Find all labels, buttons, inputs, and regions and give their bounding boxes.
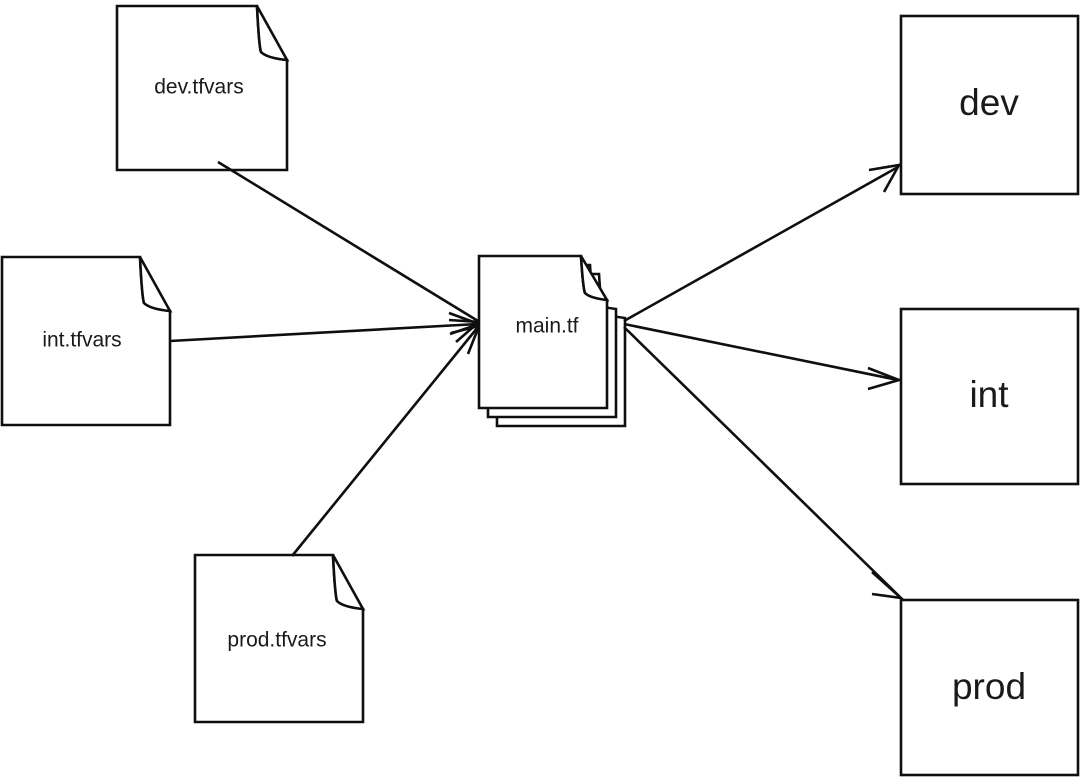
arrow-head-icon bbox=[868, 163, 902, 193]
environment-box bbox=[899, 14, 1080, 196]
node-prod-tfvars[interactable]: prod.tfvars bbox=[193, 553, 366, 724]
node-prod[interactable]: prod bbox=[899, 598, 1080, 777]
edge-line bbox=[623, 322, 899, 382]
node-label: prod.tfvars bbox=[227, 629, 326, 652]
edge-dev-tfvars-to-main bbox=[217, 160, 483, 343]
environment-box bbox=[899, 307, 1080, 486]
edge-line bbox=[623, 326, 901, 598]
edge-main-to-prod bbox=[623, 326, 906, 600]
edge-line bbox=[217, 160, 479, 323]
arrow-head-icon bbox=[867, 366, 904, 391]
document-fold-icon bbox=[255, 5, 290, 62]
node-label: dev.tfvars bbox=[154, 76, 243, 99]
environment-box bbox=[899, 598, 1080, 777]
output-nodes-group: dev int prod bbox=[899, 14, 1080, 777]
edges-inputs-to-module bbox=[169, 160, 483, 557]
edge-line bbox=[290, 326, 480, 557]
edge-prod-tfvars-to-main bbox=[290, 324, 482, 557]
node-int[interactable]: int bbox=[899, 307, 1080, 486]
node-label: int.tfvars bbox=[42, 329, 121, 352]
node-main-tf[interactable]: main.tf bbox=[477, 254, 627, 428]
input-nodes-group: dev.tfvars int.tfvars prod.tfvars bbox=[0, 4, 366, 724]
document-fold-icon bbox=[138, 256, 173, 313]
document-fold-icon bbox=[331, 554, 366, 611]
node-label: int bbox=[969, 374, 1009, 415]
node-label: prod bbox=[952, 666, 1026, 707]
document-fold-icon bbox=[579, 255, 610, 302]
node-dev-tfvars[interactable]: dev.tfvars bbox=[115, 4, 290, 172]
node-label: dev bbox=[959, 82, 1019, 123]
edge-line bbox=[169, 322, 479, 343]
edge-line bbox=[623, 165, 899, 323]
node-label: main.tf bbox=[515, 315, 578, 338]
edge-int-tfvars-to-main bbox=[169, 311, 483, 343]
edges-module-to-outputs bbox=[623, 163, 906, 600]
edge-main-to-dev bbox=[623, 163, 902, 323]
node-dev[interactable]: dev bbox=[899, 14, 1080, 196]
edge-main-to-int bbox=[623, 322, 904, 391]
node-int-tfvars[interactable]: int.tfvars bbox=[0, 255, 173, 427]
arrow-head-icon bbox=[871, 571, 906, 600]
